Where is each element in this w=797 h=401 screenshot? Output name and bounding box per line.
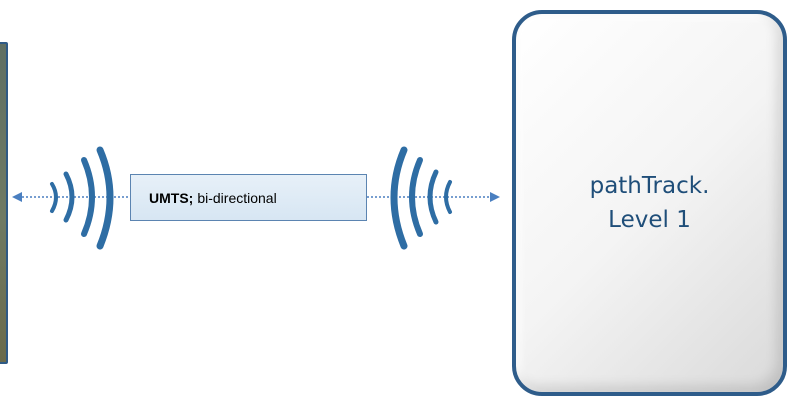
left-device-panel	[0, 42, 8, 364]
pathtrack-level-box: pathTrack. Level 1	[512, 10, 787, 396]
link-protocol: UMTS;	[149, 189, 194, 206]
link-direction: bi-directional	[197, 189, 277, 206]
pathtrack-level: Level 1	[608, 207, 691, 233]
umts-link-label: UMTS; bi-directional	[130, 174, 367, 221]
pathtrack-title: pathTrack.	[589, 172, 710, 199]
signal-waves-left-icon	[390, 146, 452, 250]
signal-waves-right-icon	[50, 146, 114, 250]
